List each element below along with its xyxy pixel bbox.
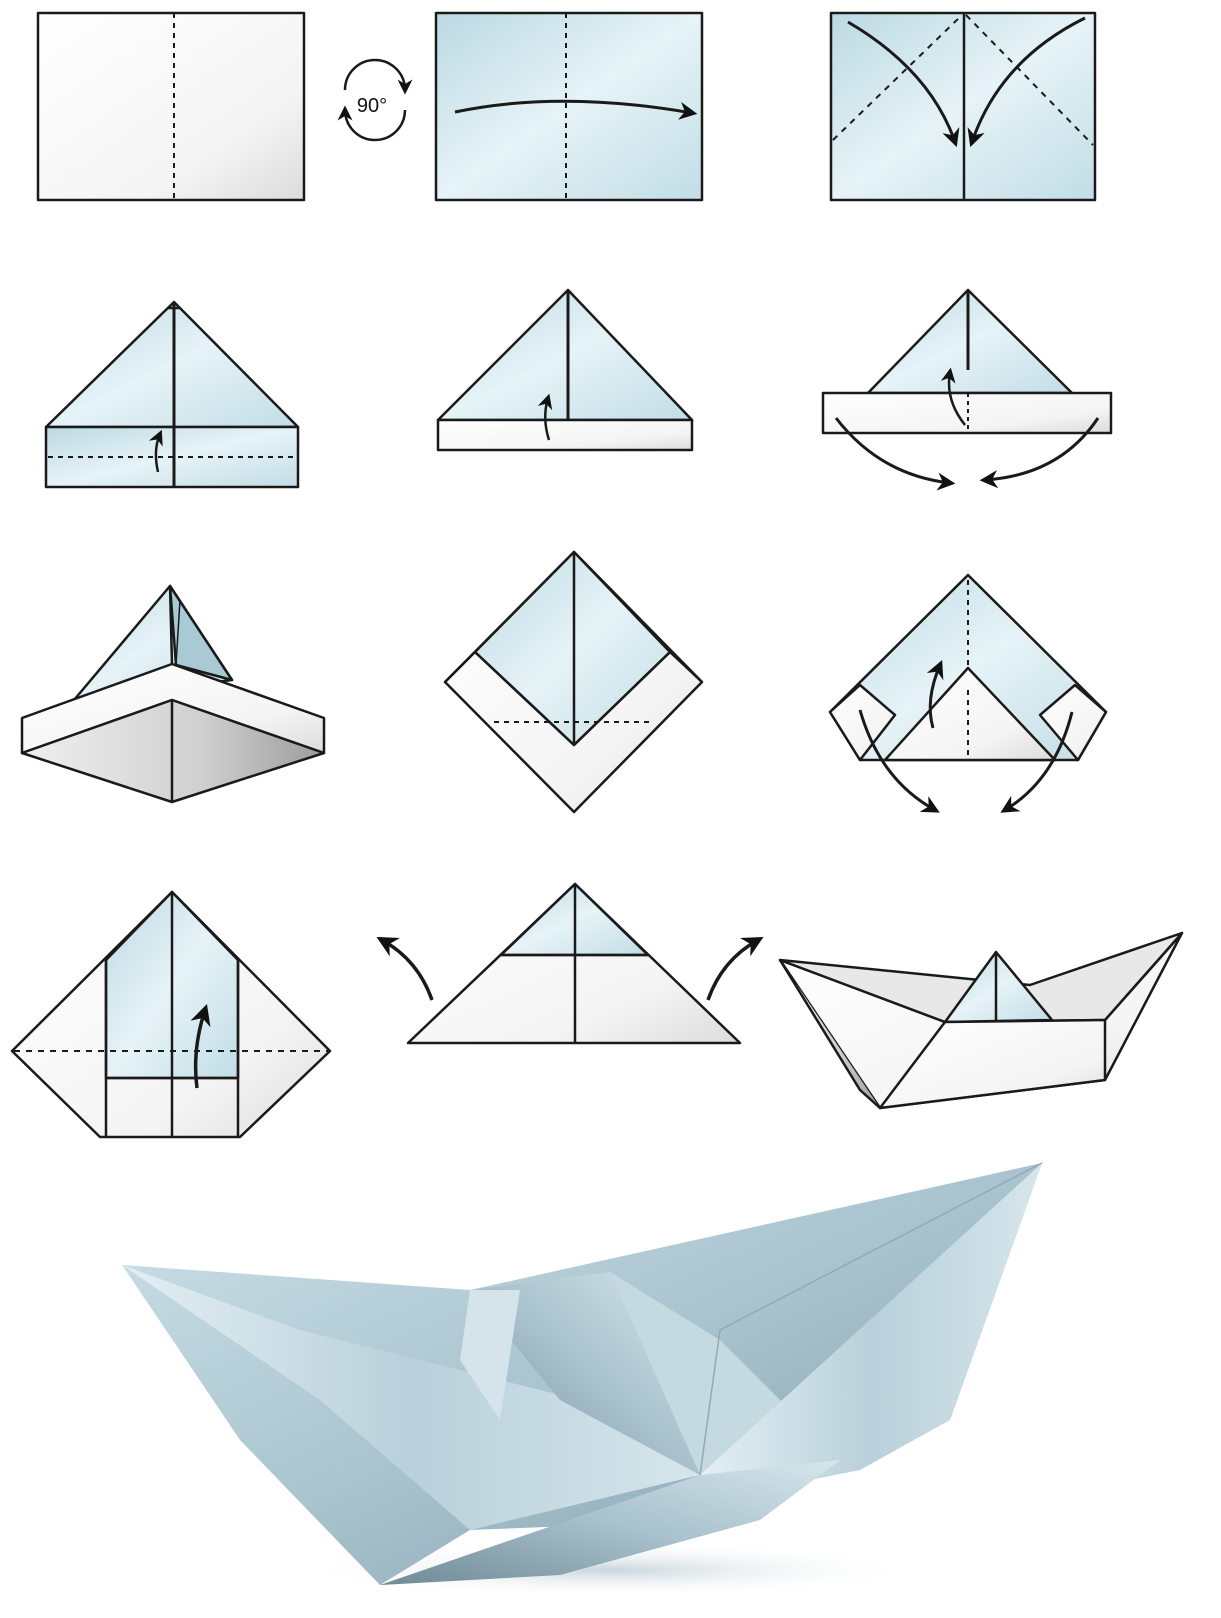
step-3-fold-corners — [831, 13, 1095, 200]
step-6-open-hat — [823, 290, 1111, 483]
rotate-90-icon: 90° — [345, 60, 405, 140]
step-8-diamond — [445, 552, 702, 812]
step-7-hat-3d — [22, 586, 324, 802]
rotate-label: 90° — [357, 95, 387, 117]
final-paper-boat — [122, 1163, 1042, 1598]
step-10-fold-up — [12, 892, 330, 1137]
step-9-diamond-folded — [830, 575, 1106, 810]
step-1-paper-sheet — [38, 13, 304, 200]
step-12-small-boat — [780, 933, 1182, 1108]
step-4-triangle — [46, 302, 298, 487]
step-5-triangle-band — [438, 290, 692, 450]
step-11-pull-apart — [382, 884, 758, 1043]
step-2-folded-sheet — [436, 13, 702, 200]
